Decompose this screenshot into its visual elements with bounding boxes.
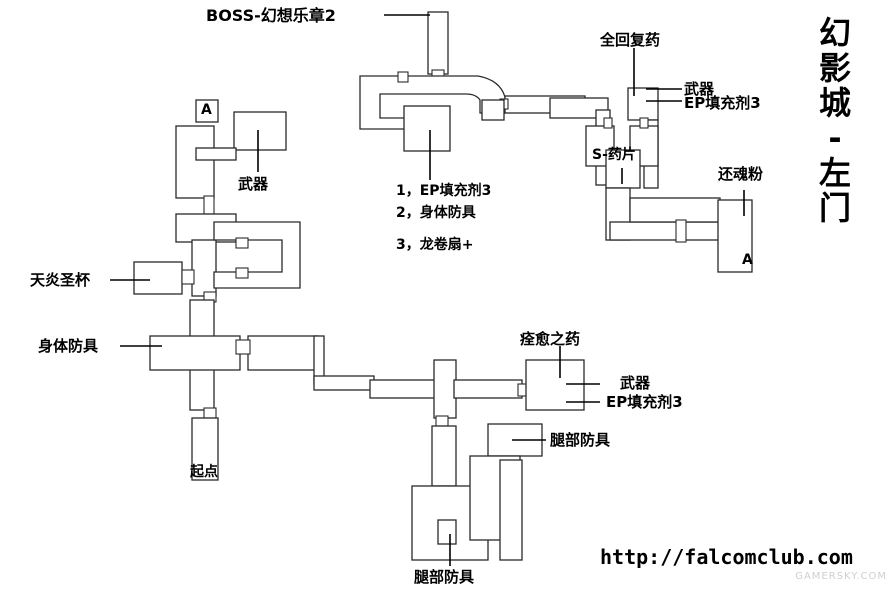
leg-armor-right-label: 腿部防具 [550, 431, 611, 449]
start-label: 起点 [190, 464, 218, 480]
map-title: 幻 影 城 - 左 门 [817, 16, 853, 226]
full-heal-label: 全回复药 [600, 31, 661, 49]
weapon-top-right-label: 武器 [684, 80, 715, 98]
heal-medicine-label: 痊愈之药 [520, 330, 581, 348]
boss-room-item-2: 2，身体防具 [396, 205, 476, 221]
center-cross [149, 299, 375, 481]
title-char: 城 [818, 84, 851, 122]
website-url: http://falcomclub.com [600, 545, 853, 569]
weapon-bottom-label: 武器 [620, 374, 651, 392]
boss-room-item-1: 1，EP填充剂3 [396, 183, 492, 199]
title-char: 影 [818, 49, 851, 87]
left-column [133, 99, 301, 303]
marker-a-top-left: A [201, 102, 212, 118]
marker-a-right: A [742, 252, 753, 268]
revive-powder-label: 还魂粉 [718, 165, 764, 183]
title-char: 门 [818, 189, 851, 227]
save-point-label: S-药片 [592, 147, 636, 163]
right-complex [549, 87, 753, 273]
weapon-left-label: 武器 [238, 175, 269, 193]
title-char: 幻 [818, 14, 851, 52]
ep-bottom-label: EP填充剂3 [606, 393, 683, 411]
boss-label: BOSS-幻想乐章2 [206, 6, 336, 25]
body-armor-left-label: 身体防具 [38, 337, 99, 355]
title-char: - [828, 119, 842, 157]
leg-armor-bottom-label: 腿部防具 [414, 568, 475, 586]
fire-cup-label: 天炎圣杯 [30, 271, 91, 289]
watermark: GAMERSKY.COM [795, 571, 887, 582]
title-char: 左 [818, 154, 851, 192]
ep-top-right-label: EP填充剂3 [684, 94, 761, 112]
bottom-cross [369, 359, 585, 561]
boss-room-item-3: 3，龙卷扇+ [396, 237, 474, 253]
